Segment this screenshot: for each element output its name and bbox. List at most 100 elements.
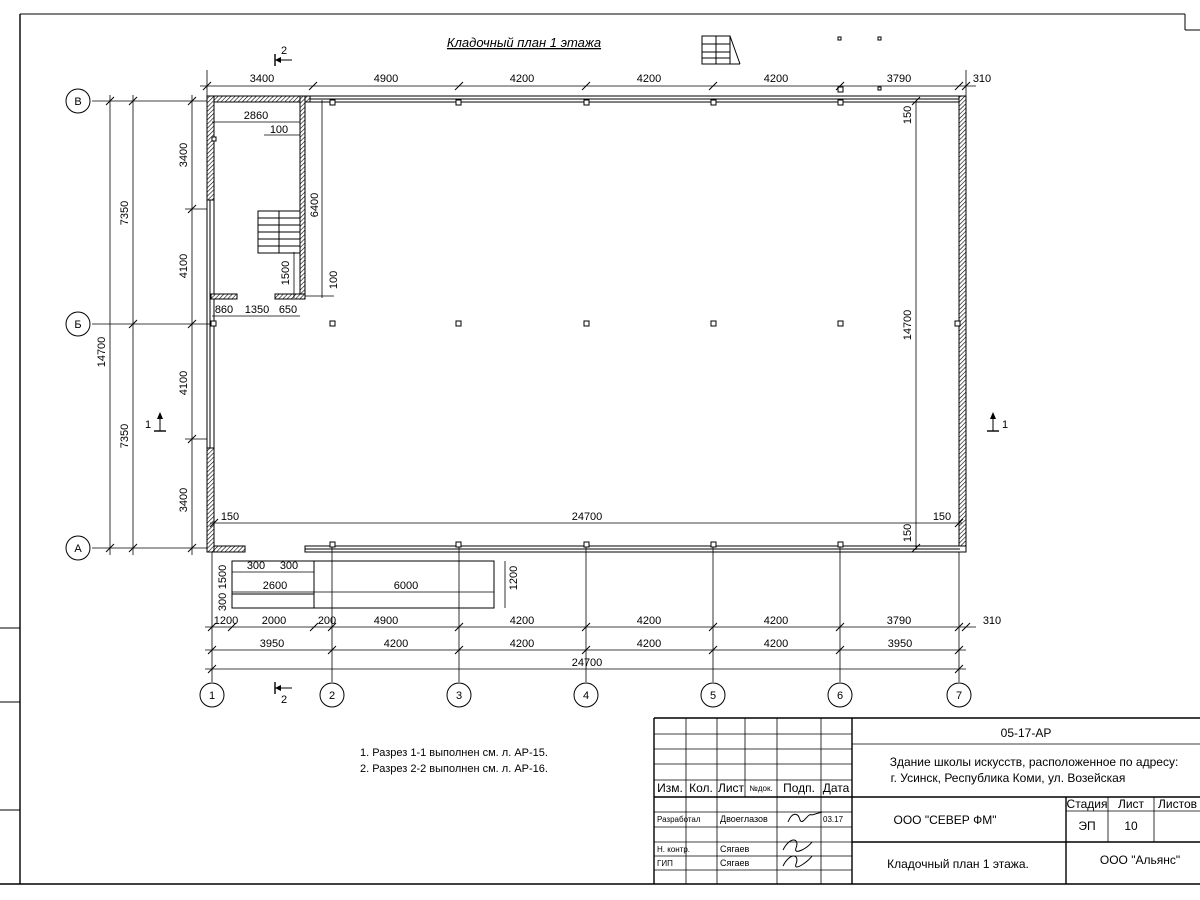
section-mark-2-bottom: 2	[274, 682, 292, 706]
col-header: Кол.	[689, 781, 713, 795]
dim-label: 3400	[250, 73, 274, 85]
dim-label: 4100	[178, 254, 190, 278]
org-name-2: ООО "Альянс"	[1100, 853, 1180, 867]
marker-dot	[837, 36, 842, 41]
col-header: Изм.	[657, 781, 683, 795]
axis-bubble-b: Б	[65, 311, 91, 337]
porch	[231, 560, 495, 609]
role-normcontrol: Н. контр.	[657, 845, 690, 854]
title-block: 05-17-АР Здание школы искусств, располож…	[653, 717, 1200, 884]
dim-label: 4200	[637, 73, 661, 85]
dim-label: 100	[270, 124, 288, 136]
dim-label: 100	[328, 271, 340, 289]
dim-label: 3790	[887, 615, 911, 627]
axis-label-4: 4	[583, 690, 589, 702]
dim-label: 4100	[178, 371, 190, 395]
dim-label: 1500	[217, 565, 229, 589]
dim-label: 4200	[764, 638, 788, 650]
object-name-line1: Здание школы искусств, расположенное по …	[890, 755, 1179, 769]
section-label: 1	[145, 419, 151, 431]
col-header: Подп.	[783, 781, 815, 795]
dim-label: 2000	[262, 615, 286, 627]
dim-label: 3400	[178, 488, 190, 512]
axis-lines	[92, 70, 967, 682]
dim-label: 4900	[374, 615, 398, 627]
axis-bubbles-numbers: 1 2 3 4 5 6 7	[199, 682, 972, 708]
dim-label: 6400	[309, 193, 321, 217]
dim-right-total: 14700 150 150	[902, 96, 921, 553]
dim-interior-horizontal: 150 24700 150	[209, 511, 964, 528]
org-name-1: ООО "СЕВЕР ФМ"	[894, 813, 997, 827]
dim-label: 1350	[245, 304, 269, 316]
role-gip: ГИП	[657, 859, 673, 868]
axis-label-3: 3	[456, 690, 462, 702]
object-name-line2: г. Усинск, Республика Коми, ул. Возейска…	[891, 771, 1126, 785]
dim-label: 3950	[260, 638, 284, 650]
section-label: 2	[281, 694, 287, 706]
plan-title: Кладочный план 1 этажа	[447, 35, 601, 50]
dim-label: 1500	[280, 261, 292, 285]
dim-label: 1200	[508, 566, 520, 590]
axis-label-b: Б	[74, 319, 81, 331]
stage-value: ЭП	[1078, 819, 1095, 833]
dim-label: 7350	[119, 424, 131, 448]
columns	[210, 86, 961, 548]
section-mark-1-left: 1	[145, 412, 166, 432]
dim-label: 3950	[888, 638, 912, 650]
dim-label: 2860	[244, 110, 268, 122]
dim-label: 7350	[119, 201, 131, 225]
axis-label-a: А	[74, 543, 82, 555]
dim-label: 1200	[214, 615, 238, 627]
dim-label: 14700	[902, 310, 914, 341]
dim-label: 150	[902, 106, 914, 124]
dim-label: 3400	[178, 143, 190, 167]
dim-label: 4200	[764, 615, 788, 627]
dim-label: 4200	[510, 73, 534, 85]
name-developer: Двоеглазов	[720, 814, 768, 824]
sheet-value: 10	[1124, 819, 1138, 833]
name-normcontrol: Сягаев	[720, 844, 749, 854]
note-1: 1. Разрез 1-1 выполнен см. л. АР-15.	[360, 747, 548, 759]
dim-label: 14700	[96, 337, 108, 368]
date-developer: 03.17	[823, 815, 844, 824]
dim-label: 310	[973, 73, 991, 85]
dim-label: 150	[221, 511, 239, 523]
axis-bubble-v: В	[65, 88, 91, 114]
dim-label: 3790	[887, 73, 911, 85]
stair-flight	[257, 210, 301, 254]
axis-bubbles-letters: В Б А	[65, 88, 91, 561]
dim-label: 860	[215, 304, 233, 316]
axis-label-1: 1	[209, 690, 215, 702]
col-header: Дата	[823, 781, 850, 795]
dim-label: 150	[933, 511, 951, 523]
marker-dot	[877, 36, 882, 41]
section-label: 2	[281, 45, 287, 57]
dim-chain-top: 3400 4900 4200 4200 4200 3790 310	[200, 73, 991, 91]
dim-label: 24700	[572, 511, 603, 523]
dim-label: 4200	[637, 638, 661, 650]
dim-label: 4900	[374, 73, 398, 85]
name-gip: Сягаев	[720, 858, 749, 868]
doc-code: 05-17-АР	[1001, 726, 1052, 740]
dim-chain-bottom-2: 3950 4200 4200 4200 4200 3950	[205, 638, 966, 655]
dim-label: 4200	[384, 638, 408, 650]
dim-label: 2600	[263, 580, 287, 592]
notes: 1. Разрез 1-1 выполнен см. л. АР-15. 2. …	[360, 747, 548, 775]
dim-label: 4200	[510, 615, 534, 627]
dim-porch: 300 300 1500 2600 6000 1200 300	[217, 560, 520, 611]
col-header: №док.	[749, 784, 772, 793]
signature-normcontrol	[782, 839, 813, 852]
section-mark-1-right: 1	[987, 412, 1008, 432]
dim-label: 24700	[572, 657, 603, 669]
signature-developer	[787, 811, 823, 823]
col-header-sheets: Листов	[1158, 797, 1197, 811]
section-label: 1	[1002, 419, 1008, 431]
dim-stair-room: 2860 100 6400 1500 100 860 1350 650	[212, 100, 340, 317]
dim-label: 650	[279, 304, 297, 316]
note-2: 2. Разрез 2-2 выполнен см. л. АР-16.	[360, 763, 548, 775]
col-header: Лист	[718, 781, 745, 795]
dim-label: 6000	[394, 580, 418, 592]
axis-bubble-a: А	[65, 535, 91, 561]
dim-chain-bottom-total: 24700	[205, 657, 966, 674]
